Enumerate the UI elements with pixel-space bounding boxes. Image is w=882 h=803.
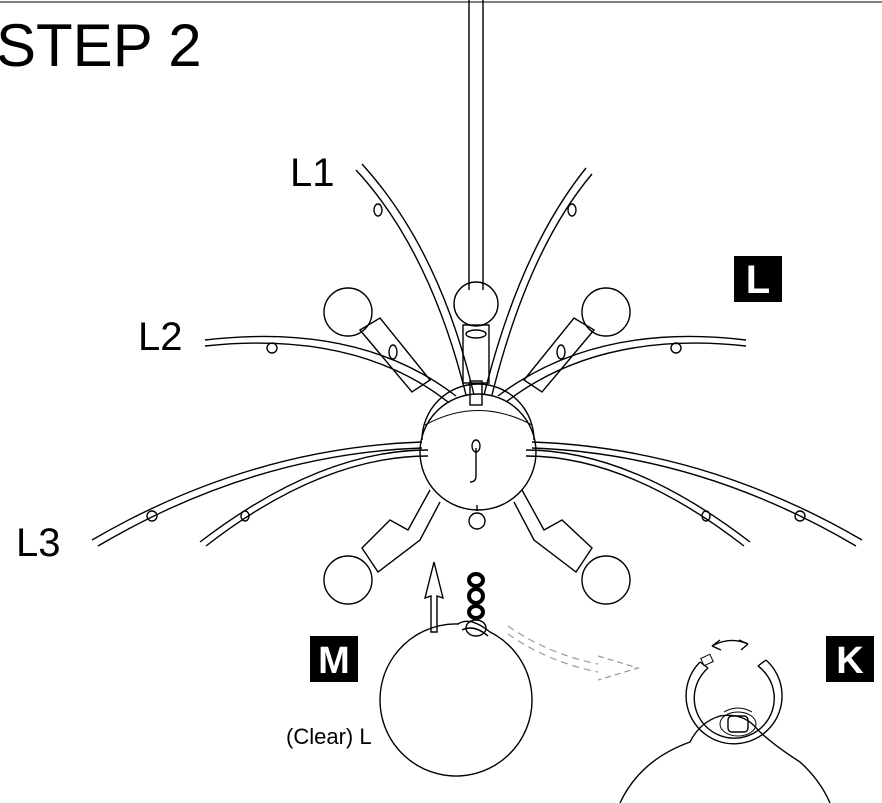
dashed-detail-arrow-icon bbox=[507, 625, 641, 681]
svg-text:K: K bbox=[836, 640, 864, 682]
svg-text:M: M bbox=[318, 640, 350, 682]
clear-glass-globe bbox=[379, 620, 533, 777]
lower-right-bulb bbox=[513, 489, 631, 605]
arm-l2-left bbox=[204, 335, 457, 403]
upper-left-bulb bbox=[323, 287, 432, 393]
rotate-arrow-icon bbox=[711, 639, 749, 651]
arm-l2-right bbox=[497, 335, 747, 403]
globe-neck-detail bbox=[619, 707, 831, 803]
svg-text:L: L bbox=[746, 258, 770, 302]
label-l3: L3 bbox=[16, 521, 61, 565]
badge-k: K bbox=[826, 636, 874, 682]
label-l1: L1 bbox=[290, 151, 335, 195]
label-l2: L2 bbox=[138, 315, 183, 359]
badge-l: L bbox=[734, 256, 782, 302]
up-arrow-icon bbox=[424, 561, 444, 633]
arm-l1-right bbox=[483, 167, 593, 396]
downrod bbox=[468, 0, 484, 290]
chain-link-icon bbox=[465, 572, 487, 637]
split-ring-detail bbox=[685, 653, 783, 745]
arm-l3-left-outer bbox=[91, 441, 423, 547]
lower-left-bulb bbox=[323, 489, 441, 605]
arm-l3-right-outer bbox=[531, 441, 863, 547]
arm-l3-left-inner bbox=[199, 449, 429, 547]
badge-m: M bbox=[310, 636, 358, 682]
upper-right-bulb bbox=[522, 287, 631, 393]
arm-l1-left bbox=[355, 163, 475, 396]
arm-l3-right-inner bbox=[525, 449, 751, 547]
step-title: STEP 2 bbox=[0, 12, 202, 79]
center-body bbox=[419, 383, 537, 530]
clear-bulb-label: (Clear) L bbox=[286, 724, 372, 749]
